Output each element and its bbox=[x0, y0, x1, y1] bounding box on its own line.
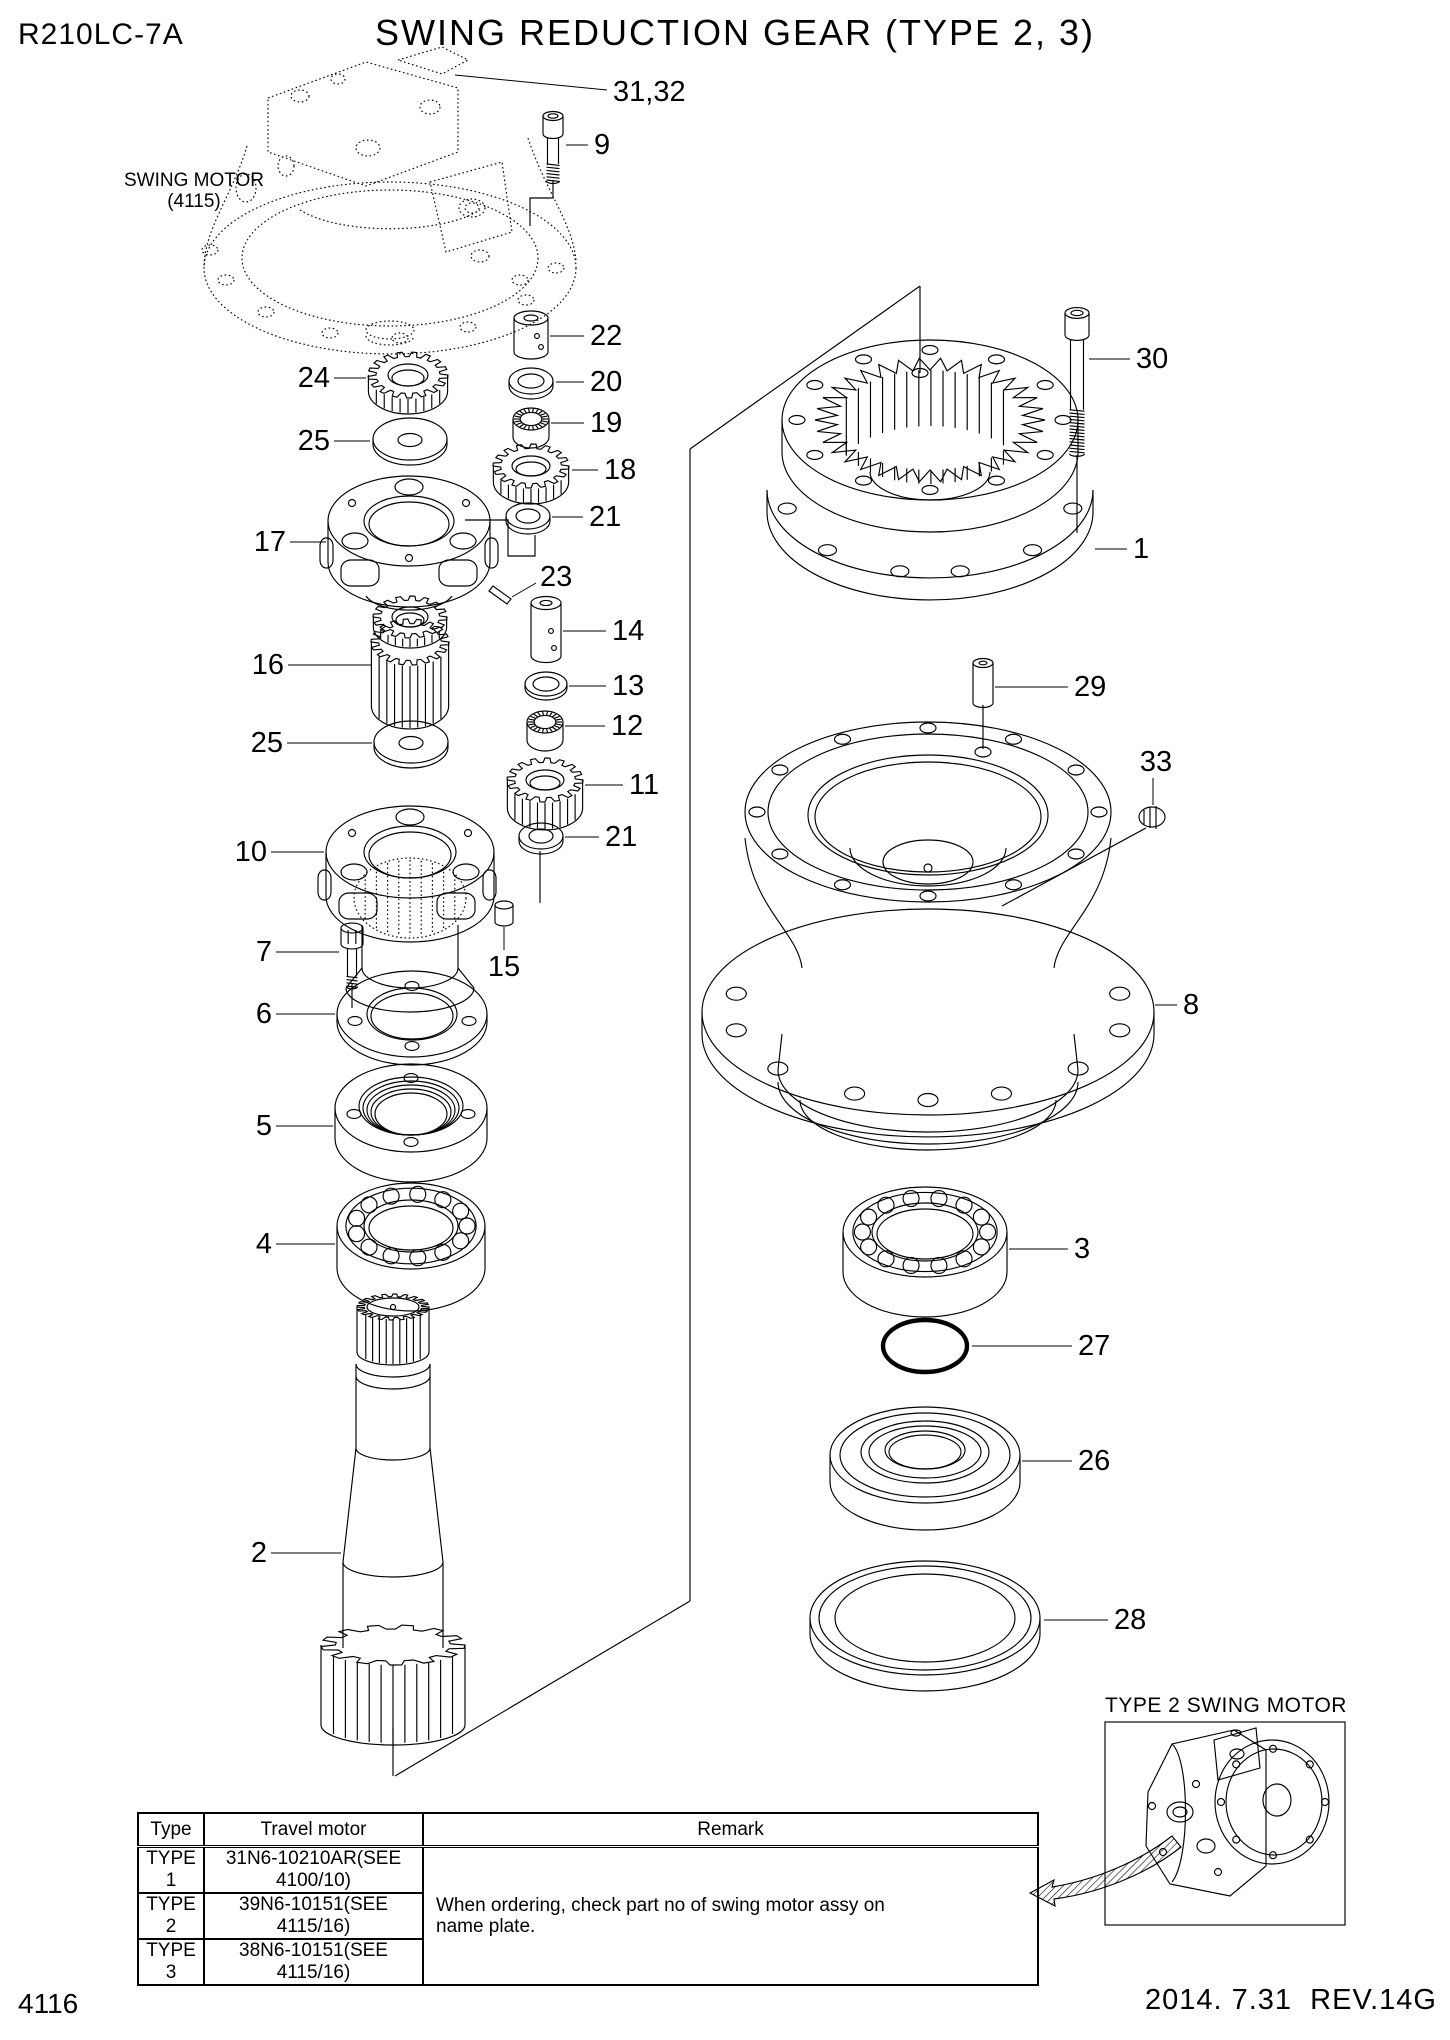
swing-motor-label: SWING MOTOR (4115) bbox=[98, 170, 290, 212]
callout-label-25b: 25 bbox=[251, 727, 283, 759]
part-19-bushing bbox=[512, 407, 550, 449]
callout-label-21a: 21 bbox=[589, 501, 621, 533]
part-27-oring bbox=[880, 1317, 970, 1375]
part-13-washer bbox=[524, 671, 568, 701]
callout-label-22: 22 bbox=[590, 320, 622, 352]
callout-label-6: 6 bbox=[256, 998, 272, 1030]
callout-label-33: 33 bbox=[1140, 746, 1172, 778]
part-25a-plate bbox=[372, 417, 448, 466]
part-17-carrier bbox=[319, 475, 499, 611]
callout-label-12: 12 bbox=[611, 710, 643, 742]
part-11-gear bbox=[506, 757, 584, 831]
callouts: 31,3292220191821231413121121152425171625… bbox=[235, 74, 1199, 1636]
swing-motor-label-line2: (4115) bbox=[167, 191, 221, 212]
part-20-washer bbox=[508, 367, 554, 400]
callout-label-9: 9 bbox=[594, 129, 610, 161]
callout-label-17: 17 bbox=[254, 526, 286, 558]
type-cell: TYPE 1 bbox=[137, 1845, 205, 1894]
part-33-plug bbox=[1138, 806, 1166, 829]
table-header-row: Type Travel motor Remark bbox=[137, 1812, 1039, 1848]
remark-arrow bbox=[1028, 1835, 1182, 1908]
part-18-gear bbox=[492, 443, 570, 505]
callout-label-7: 7 bbox=[256, 936, 272, 968]
callout-label-1: 1 bbox=[1133, 533, 1149, 565]
model-code: R210LC-7A bbox=[18, 18, 184, 51]
col-header-type: Type bbox=[137, 1812, 205, 1848]
remark-cell: When ordering, check part no of swing mo… bbox=[422, 1845, 1039, 1986]
callout-label-30: 30 bbox=[1136, 343, 1168, 375]
callout-label-4: 4 bbox=[256, 1228, 272, 1260]
callout-label-26: 26 bbox=[1078, 1445, 1110, 1477]
callout-label-13: 13 bbox=[612, 670, 644, 702]
type-cell: TYPE 3 bbox=[137, 1938, 205, 1986]
part-9-socket-bolt bbox=[542, 110, 564, 185]
callout-label-5: 5 bbox=[256, 1110, 272, 1142]
callout-label-31-32: 31,32 bbox=[613, 76, 686, 108]
part-28-ring bbox=[809, 1560, 1041, 1692]
construction-lines bbox=[351, 180, 1147, 1777]
callout-label-20: 20 bbox=[590, 366, 622, 398]
col-header-remark: Remark bbox=[422, 1812, 1039, 1848]
part-23-pin bbox=[488, 585, 512, 605]
part-30-bolt bbox=[1064, 307, 1090, 457]
callout-label-25a: 25 bbox=[298, 425, 330, 457]
part-10-carrier bbox=[317, 805, 497, 1013]
part-3-bearing bbox=[842, 1186, 1008, 1318]
part-4-bearing bbox=[336, 1182, 486, 1312]
type-cell: TYPE 2 bbox=[137, 1892, 205, 1940]
part-21b-washer bbox=[518, 822, 564, 855]
part-22-pin bbox=[513, 310, 549, 360]
callout-label-24: 24 bbox=[298, 362, 330, 394]
callout-label-23: 23 bbox=[540, 561, 572, 593]
callout-leader-31-32 bbox=[454, 74, 608, 91]
callout-label-16: 16 bbox=[252, 649, 284, 681]
callout-leader-23 bbox=[511, 582, 537, 598]
part-number-cell: 31N6-10210AR(SEE 4100/10) bbox=[203, 1845, 424, 1894]
swing-motor-label-line1: SWING MOTOR bbox=[123, 170, 265, 191]
part-10-spline-detail bbox=[353, 857, 467, 939]
part-8-housing bbox=[701, 721, 1155, 1151]
part-29-pin bbox=[972, 657, 994, 709]
part-14-pin bbox=[530, 595, 562, 664]
part-15-pin bbox=[494, 900, 514, 927]
part-5-nut-ring bbox=[334, 1063, 488, 1183]
callout-label-19: 19 bbox=[590, 407, 622, 439]
callout-label-11: 11 bbox=[629, 769, 659, 801]
callout-label-29: 29 bbox=[1074, 671, 1106, 703]
type2-swing-motor-label: TYPE 2 SWING MOTOR bbox=[1105, 1694, 1347, 1717]
part-12-bushing bbox=[526, 710, 564, 752]
footer-revision: 2014. 7.31 REV.14G bbox=[1144, 1984, 1437, 2016]
col-header-travel-motor: Travel motor bbox=[203, 1812, 424, 1848]
callout-label-21b: 21 bbox=[605, 821, 637, 853]
part-swing-motor-drawing bbox=[201, 46, 577, 355]
part-21a-washer bbox=[505, 502, 551, 535]
callout-label-27: 27 bbox=[1078, 1330, 1110, 1362]
callout-label-8: 8 bbox=[1183, 989, 1199, 1021]
type2-swing-motor-box bbox=[1104, 1721, 1346, 1926]
callout-label-15: 15 bbox=[488, 951, 520, 983]
callout-label-3: 3 bbox=[1074, 1233, 1090, 1265]
callout-label-2: 2 bbox=[251, 1537, 267, 1569]
part-2-shaft bbox=[320, 1293, 466, 1746]
part-6-plate bbox=[336, 970, 488, 1066]
callout-label-14: 14 bbox=[612, 615, 644, 647]
part-number-cell: 38N6-10151(SEE 4115/16) bbox=[203, 1938, 424, 1986]
part-number-cell: 39N6-10151(SEE 4115/16) bbox=[203, 1892, 424, 1940]
part-25b-plate bbox=[373, 720, 449, 769]
callout-label-18: 18 bbox=[604, 454, 636, 486]
footer-page-number: 4116 bbox=[18, 1988, 79, 2019]
callout-label-10: 10 bbox=[235, 836, 267, 868]
page-title: SWING REDUCTION GEAR (TYPE 2, 3) bbox=[374, 12, 1096, 53]
part-1-ring-gear bbox=[766, 339, 1094, 601]
callout-label-28: 28 bbox=[1114, 1604, 1146, 1636]
part-24-gear bbox=[367, 351, 449, 415]
part-16-gear bbox=[370, 595, 450, 730]
part-26-seal bbox=[829, 1406, 1021, 1531]
